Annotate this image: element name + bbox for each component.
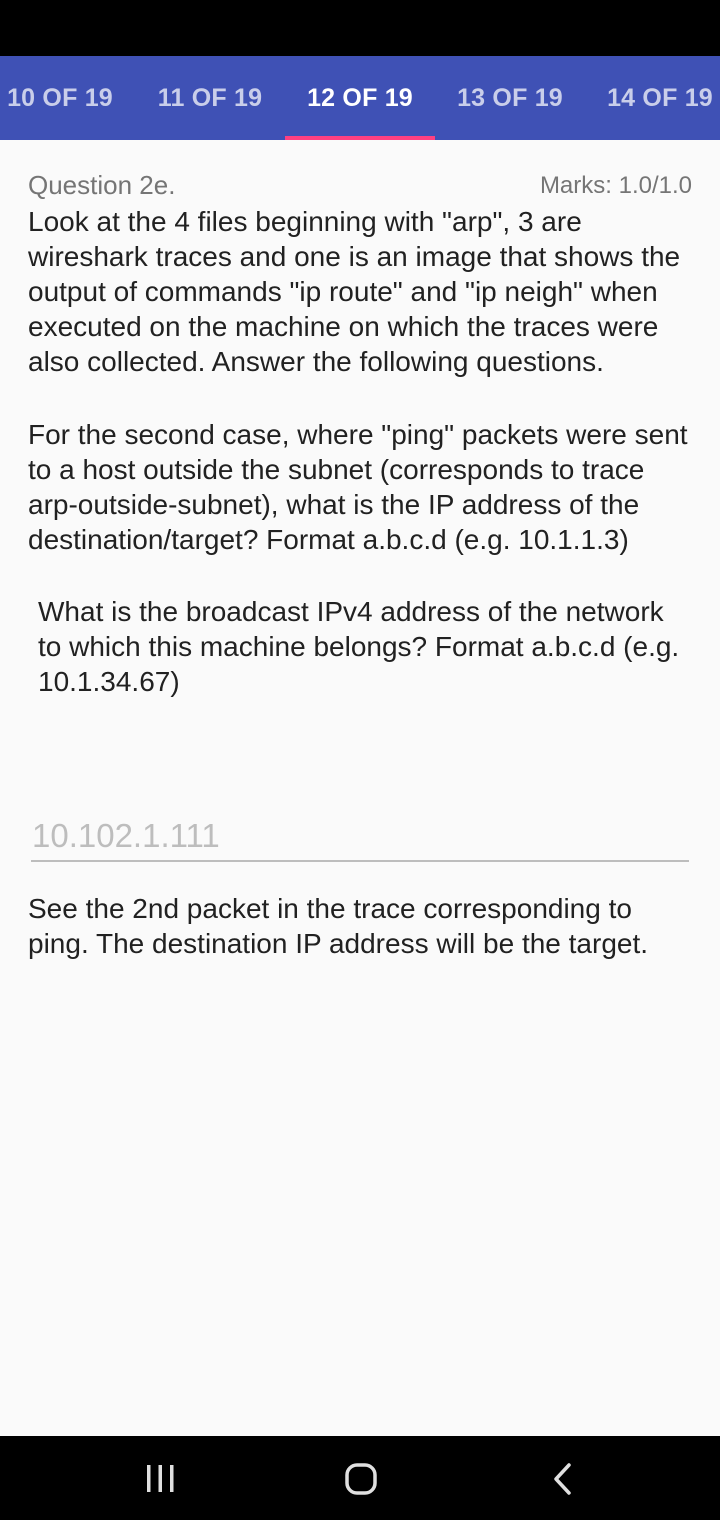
question-context: For the second case, where "ping" packet… [28, 419, 696, 555]
sub-question-text: What is the broadcast IPv4 address of th… [38, 596, 687, 697]
home-icon[interactable] [331, 1454, 391, 1504]
question-intro: Look at the 4 files beginning with "arp"… [28, 206, 688, 377]
tab-question-14[interactable]: 14 OF 19 [607, 84, 713, 112]
question-tab-bar: 10 OF 19 11 OF 19 12 OF 19 13 OF 19 14 O… [0, 56, 720, 140]
active-tab-indicator [285, 136, 435, 140]
tab-question-10[interactable]: 10 OF 19 [7, 84, 113, 112]
system-nav-bar [0, 1436, 720, 1520]
question-title: Question 2e. [28, 170, 176, 200]
question-marks: Marks: 1.0/1.0 [539, 172, 692, 199]
tab-question-11[interactable]: 11 OF 19 [157, 84, 263, 112]
tab-question-12[interactable]: 12 OF 19 [307, 84, 413, 112]
answer-feedback: See the 2nd packet in the trace correspo… [28, 893, 649, 959]
question-header: Question 2e. Marks: 1.0/1.0 [28, 168, 692, 204]
question-content: Question 2e. Marks: 1.0/1.0 Look at the … [28, 168, 692, 727]
status-bar [0, 0, 720, 56]
tab-question-13[interactable]: 13 OF 19 [457, 84, 563, 112]
recents-icon[interactable] [130, 1454, 190, 1504]
back-icon[interactable] [533, 1454, 593, 1504]
answer-input[interactable]: 10.102.1.111 [31, 812, 689, 862]
